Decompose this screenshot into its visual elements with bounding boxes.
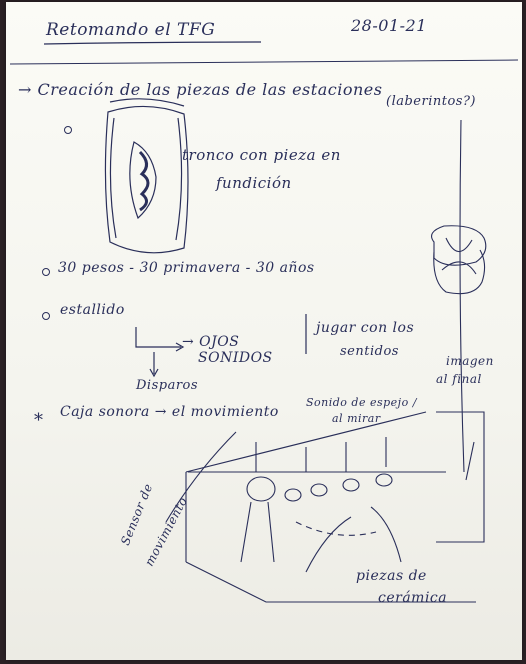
jugar-text: jugar con los bbox=[316, 320, 415, 336]
sonidos-text: SONIDOS bbox=[198, 350, 273, 366]
sentidos-text: sentidos bbox=[340, 344, 399, 359]
labyrinth-note: (laberintos?) bbox=[386, 94, 477, 109]
ceramica-text: cerámica bbox=[378, 590, 448, 606]
bullet-1 bbox=[64, 126, 72, 134]
creation-line: → Creación de las piezas de las estacion… bbox=[18, 80, 383, 99]
page-date: 28-01-21 bbox=[351, 16, 427, 35]
imagen-text: imagen bbox=[446, 354, 494, 368]
piezas-text: piezas de bbox=[356, 568, 427, 584]
page-title: Retomando el TFG bbox=[46, 20, 216, 40]
disparos-text: Disparos bbox=[136, 378, 199, 393]
header-divider bbox=[9, 59, 519, 65]
bullet-2 bbox=[42, 268, 50, 276]
estallido-arrow bbox=[135, 327, 181, 348]
asterisk: * bbox=[34, 410, 44, 431]
bullet-3 bbox=[42, 312, 50, 320]
estallido-text: estallido bbox=[60, 302, 125, 318]
notebook-page: Retomando el TFG 28-01-21 bbox=[6, 2, 522, 660]
al-final-text: al final bbox=[436, 372, 482, 386]
thirty-line: 30 pesos - 30 primavera - 30 años bbox=[58, 260, 315, 276]
caja-line: Caja sonora → el movimiento bbox=[60, 404, 279, 420]
title-underline bbox=[43, 41, 262, 45]
hanging-lamp-sketch bbox=[431, 119, 487, 473]
sonido-espejo-text: Sonido de espejo / bbox=[306, 396, 417, 409]
trunk-line-2: fundición bbox=[216, 174, 292, 192]
ojos-text: → OJOS bbox=[182, 334, 240, 350]
trunk-line: tronco con pieza en bbox=[182, 146, 341, 164]
trunk-sketch bbox=[104, 98, 189, 254]
al-mirar-text: al mirar bbox=[332, 412, 381, 425]
sound-box-sketch bbox=[165, 411, 485, 603]
sketch-layer bbox=[9, 41, 519, 603]
